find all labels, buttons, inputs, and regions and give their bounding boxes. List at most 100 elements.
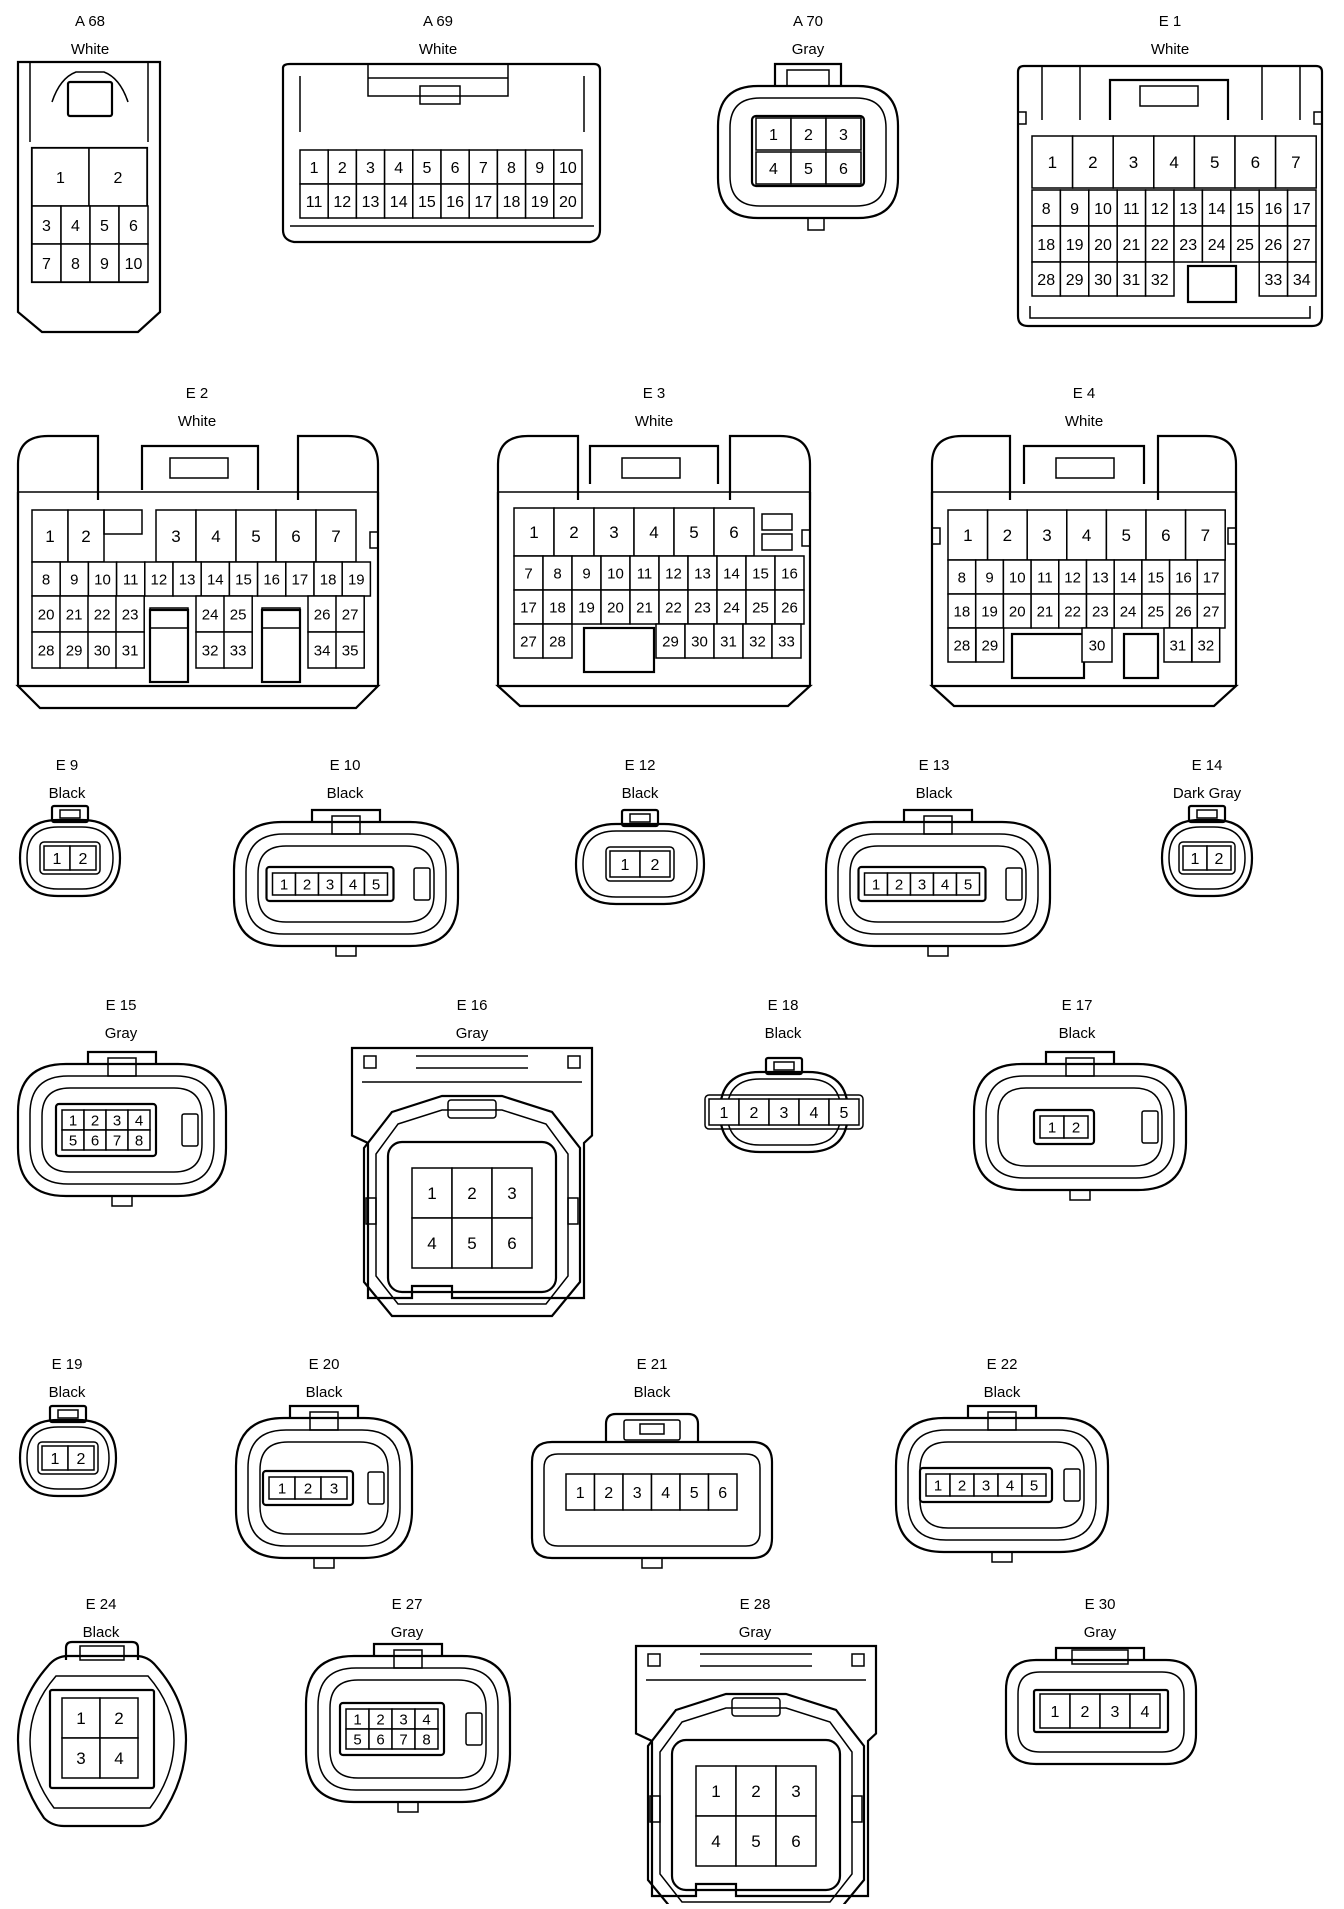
lock-tab xyxy=(1108,78,1230,120)
pin-number: 11 xyxy=(637,565,653,582)
latch xyxy=(181,1113,199,1147)
pin-cell xyxy=(755,151,792,185)
lock-tab xyxy=(393,1649,423,1669)
pin-number: 12 xyxy=(333,194,351,211)
pin-number: 33 xyxy=(778,633,795,650)
pin-cell xyxy=(1081,627,1113,663)
pin-number: 1 xyxy=(76,1709,85,1728)
pin-number: 3 xyxy=(633,1485,642,1502)
pin-number: 3 xyxy=(113,1112,121,1129)
pin-number: 4 xyxy=(71,218,80,235)
pin-cell xyxy=(1206,845,1232,871)
pin-number: 30 xyxy=(1094,272,1112,289)
pin-number: 17 xyxy=(520,599,537,616)
pin-area xyxy=(704,1094,864,1130)
connector-code: E 16 xyxy=(457,997,488,1014)
pin-number: 7 xyxy=(399,1731,407,1748)
pin-number: 19 xyxy=(348,571,365,588)
pin-cell xyxy=(115,631,145,669)
pin-number: 4 xyxy=(427,1234,436,1253)
pin-number: 24 xyxy=(1120,603,1137,620)
pin-number: 6 xyxy=(507,1234,516,1253)
pin-cell xyxy=(412,183,442,219)
pin-cell xyxy=(1234,135,1277,189)
keying-slot xyxy=(261,607,301,629)
lock-tab xyxy=(604,1412,700,1442)
pin-number: 7 xyxy=(1201,526,1210,545)
pin-number: 19 xyxy=(578,599,595,616)
lock-tab xyxy=(57,1409,79,1419)
pin-cell xyxy=(1031,261,1062,297)
pin-number: 31 xyxy=(1170,637,1187,654)
pin-number: 4 xyxy=(941,876,949,893)
pin-area xyxy=(605,846,675,882)
pin-number: 6 xyxy=(91,1132,99,1149)
lock-tab xyxy=(367,64,509,97)
latch xyxy=(851,1795,863,1823)
pin-number: 11 xyxy=(1123,201,1140,218)
pin-number: 4 xyxy=(1082,526,1091,545)
lock-tab xyxy=(588,444,720,484)
housing-outline xyxy=(15,684,381,710)
connector-color: Black xyxy=(634,1384,671,1401)
pin-cell xyxy=(31,561,61,597)
housing-outline xyxy=(232,820,460,948)
pin-number: 8 xyxy=(42,571,50,588)
pin-number: 2 xyxy=(1215,851,1224,868)
pin-number: 16 xyxy=(263,571,280,588)
pin-cell xyxy=(1105,509,1147,561)
pin-cell xyxy=(1182,845,1208,871)
pin-number: 1 xyxy=(872,876,880,893)
pin-number: 24 xyxy=(202,606,219,623)
pin-cell xyxy=(774,555,805,591)
housing-outline xyxy=(1160,818,1254,898)
pin-number: 8 xyxy=(1042,201,1051,218)
pin-number: 2 xyxy=(304,1480,312,1497)
pin-cell xyxy=(775,1815,817,1867)
pin-number: 9 xyxy=(985,569,993,586)
pin-number: 1 xyxy=(51,1451,60,1468)
connector-color: Black xyxy=(83,1624,120,1641)
pin-cell xyxy=(1141,593,1171,629)
pin-number: 6 xyxy=(376,1731,384,1748)
pin-area xyxy=(261,1469,355,1507)
pin-number: 26 xyxy=(314,606,331,623)
pin-number: 2 xyxy=(1088,153,1097,172)
pin-area xyxy=(54,1102,158,1158)
pin-area xyxy=(1032,1108,1096,1146)
pin-number: 22 xyxy=(94,606,111,623)
pin-number: 28 xyxy=(1037,272,1055,289)
keying-slot xyxy=(1186,264,1238,304)
pin-number: 15 xyxy=(235,571,252,588)
pin-number: 3 xyxy=(609,523,618,542)
pin-number: 33 xyxy=(230,642,247,659)
pin-number: 20 xyxy=(1094,237,1112,254)
connector-color: White xyxy=(635,413,673,430)
pin-number: 5 xyxy=(964,876,972,893)
pin-cell xyxy=(383,149,414,185)
pin-number: 3 xyxy=(507,1184,516,1203)
lock-tab xyxy=(1071,1649,1129,1665)
pin-number: 14 xyxy=(1208,201,1226,218)
pin-cell xyxy=(774,589,805,625)
housing-outline xyxy=(16,434,380,500)
pin-number: 3 xyxy=(982,1477,990,1494)
pin-number: 2 xyxy=(338,160,347,177)
connector-color: Black xyxy=(49,785,86,802)
lock-tab xyxy=(79,1645,125,1661)
pin-number: 8 xyxy=(135,1132,143,1149)
pin-number: 4 xyxy=(649,523,658,542)
pin-cell xyxy=(31,205,62,245)
housing-outline xyxy=(375,1109,569,1305)
pin-cell xyxy=(335,631,365,669)
pin-cell xyxy=(655,623,686,659)
pin-cell xyxy=(87,631,117,669)
pin-cell xyxy=(115,595,145,633)
latch xyxy=(1005,867,1023,901)
pin-cell xyxy=(1021,1473,1047,1497)
pin-number: 7 xyxy=(479,160,488,177)
